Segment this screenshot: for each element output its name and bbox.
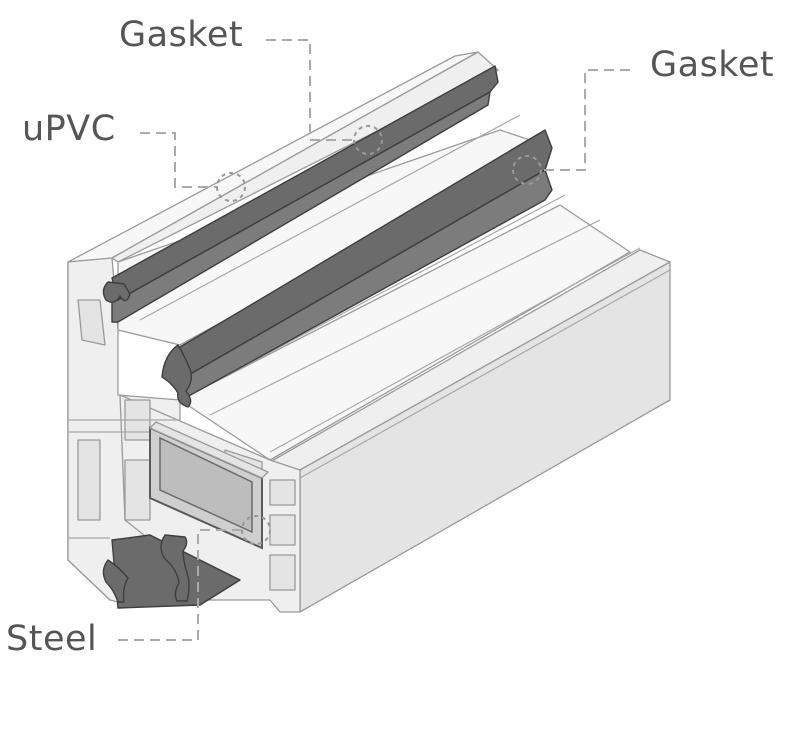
upvc-profile [67,51,671,613]
callout-gasket-top [266,39,383,155]
gasket-bottom [102,534,241,609]
gasket-right [161,129,553,408]
callout-upvc [140,132,246,202]
callout-steel [118,515,271,641]
steel-reinforcement [149,421,269,550]
label-steel: Steel [6,619,97,659]
label-gasket-right: Gasket [650,45,774,85]
gasket-top [102,65,499,323]
label-upvc: uPVC [22,109,116,149]
label-gasket-top: Gasket [119,15,243,55]
callout-gasket-right [512,69,630,185]
